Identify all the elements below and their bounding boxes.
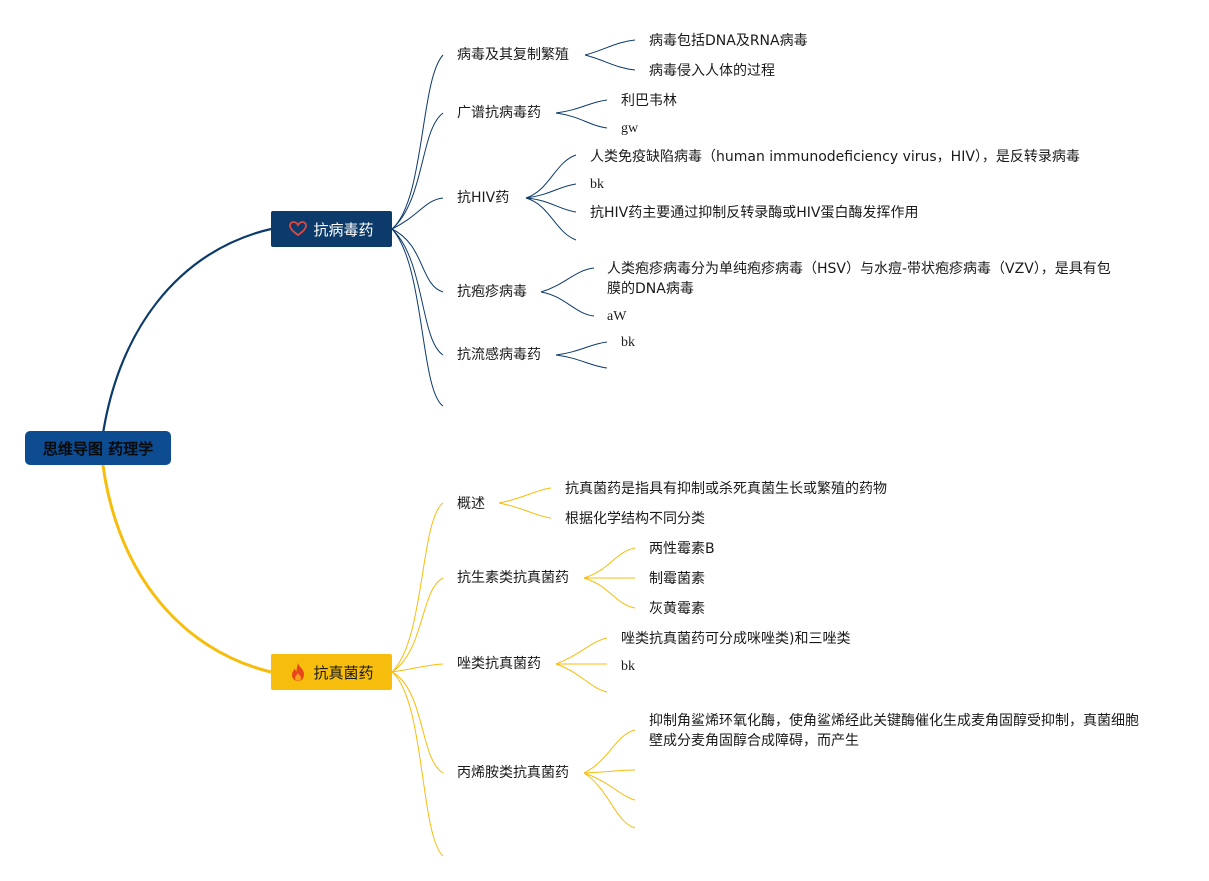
leaf-bk-hiv[interactable]: bk	[590, 177, 604, 192]
node-overview[interactable]: 概述	[457, 496, 485, 512]
connector-root-antifungal	[99, 447, 272, 674]
leaf-allylamine-mechanism[interactable]: 抑制角鲨烯环氧化酶，使角鲨烯经此关键酶催化生成麦角固醇受抑制，真菌细胞壁成分麦角…	[649, 713, 1139, 749]
node-antibiotic-antifungal[interactable]: 抗生素类抗真菌药	[457, 570, 569, 586]
branch-antifungal[interactable]: 抗真菌药	[271, 654, 392, 690]
branch-antifungal-label: 抗真菌药	[313, 663, 374, 682]
leaf-nystatin[interactable]: 制霉菌素	[649, 571, 705, 587]
leaf-hiv-mechanism[interactable]: 抗HIV药主要通过抑制反转录酶或HIV蛋白酶发挥作用	[590, 205, 919, 221]
leaf-hiv-definition[interactable]: 人类免疫缺陷病毒（human immunodeficiency virus，HI…	[590, 149, 1080, 165]
leaf-classification[interactable]: 根据化学结构不同分类	[565, 511, 705, 527]
leaf-aw[interactable]: aW	[607, 309, 627, 324]
fire-icon	[292, 663, 305, 681]
leaf-virus-types[interactable]: 病毒包括DNA及RNA病毒	[649, 33, 808, 49]
leaf-bk-azole[interactable]: bk	[621, 659, 635, 674]
node-azole-antifungal[interactable]: 唑类抗真菌药	[457, 656, 541, 672]
leaf-herpes-definition[interactable]: 人类疱疹病毒分为单纯疱疹病毒（HSV）与水痘-带状疱疹病毒（VZV），是具有包膜…	[607, 261, 1111, 297]
heart-icon	[289, 221, 308, 237]
node-anti-influenza[interactable]: 抗流感病毒药	[457, 347, 541, 363]
node-virus-replication[interactable]: 病毒及其复制繁殖	[457, 47, 569, 63]
leaf-griseofulvin[interactable]: 灰黄霉素	[649, 601, 705, 617]
leaf-gw[interactable]: gw	[621, 121, 639, 136]
node-anti-herpes[interactable]: 抗疱疹病毒	[457, 284, 527, 300]
root-node[interactable]: 思维导图 药理学	[25, 431, 171, 465]
branch-antiviral[interactable]: 抗病毒药	[271, 211, 392, 247]
leaf-bk-influenza[interactable]: bk	[621, 335, 635, 350]
leaf-antifungal-definition[interactable]: 抗真菌药是指具有抑制或杀死真菌生长或繁殖的药物	[565, 481, 887, 497]
connector-root-antiviral	[99, 227, 272, 449]
leaf-azole-types[interactable]: 唑类抗真菌药可分成咪唑类)和三唑类	[621, 631, 851, 647]
node-allylamine-antifungal[interactable]: 丙烯胺类抗真菌药	[457, 765, 569, 781]
leaf-virus-invasion[interactable]: 病毒侵入人体的过程	[649, 63, 775, 79]
leaf-amphotericin-b[interactable]: 两性霉素B	[649, 541, 715, 557]
leaf-ribavirin[interactable]: 利巴韦林	[621, 93, 677, 109]
branch-antiviral-label: 抗病毒药	[313, 220, 374, 239]
node-broad-spectrum-antiviral[interactable]: 广谱抗病毒药	[457, 105, 541, 121]
node-anti-hiv[interactable]: 抗HIV药	[457, 190, 510, 206]
